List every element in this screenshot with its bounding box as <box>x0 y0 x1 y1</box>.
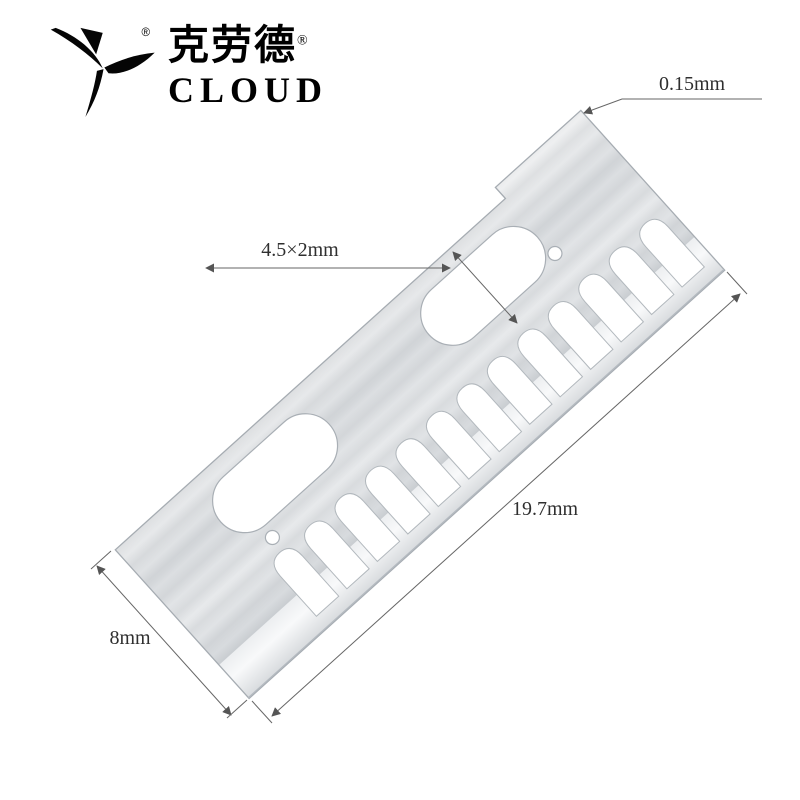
brand-name-cn: 克劳德® <box>168 22 310 68</box>
blade-outline <box>114 109 726 700</box>
blade <box>114 109 726 700</box>
hole-size-label: 4.5×2mm <box>261 239 339 261</box>
thickness-leader-line <box>583 98 762 115</box>
blade-brushed-texture <box>115 110 725 699</box>
length-dimension-line <box>271 293 741 717</box>
width-dimension-line <box>96 565 232 716</box>
dimension-lines <box>90 98 762 724</box>
length-extension-tick-bottom <box>251 700 273 724</box>
width-extension-tick-bottom <box>226 699 248 719</box>
length-extension-tick-top <box>726 271 748 295</box>
brand-logo: ® 克劳德® CLOUD <box>26 16 328 124</box>
width-extension-tick-top <box>90 550 112 570</box>
brand-name-en: CLOUD <box>168 70 329 111</box>
thickness-label: 0.15mm <box>659 73 726 95</box>
brand-bird-icon: ® <box>50 27 155 118</box>
length-label: 19.7mm <box>512 498 579 520</box>
hole-cross-arrow <box>452 251 518 324</box>
width-label: 8mm <box>109 627 151 649</box>
pin-hole-right <box>547 245 563 262</box>
registered-mark: ® <box>142 27 151 39</box>
registered-mark: ® <box>297 33 310 49</box>
